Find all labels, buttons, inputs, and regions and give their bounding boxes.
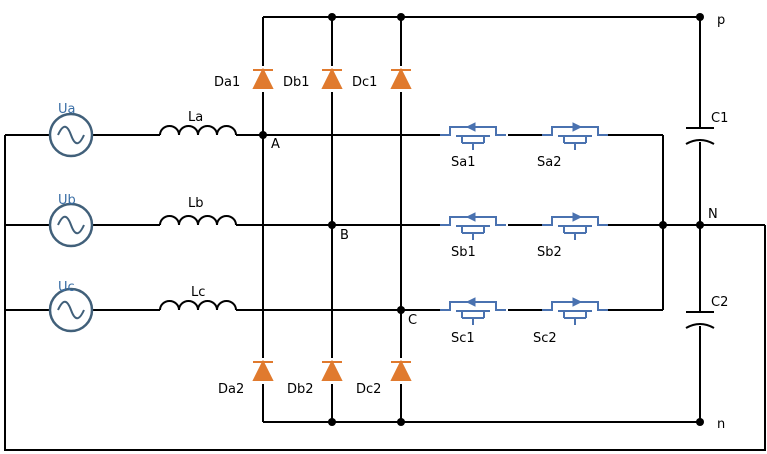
capacitor-label-c2: C2 <box>711 295 728 310</box>
junction-c <box>397 306 405 314</box>
diode-label-da2: Da2 <box>218 382 244 397</box>
junction-n-c <box>397 418 405 426</box>
diode-label-dc1: Dc1 <box>352 75 377 90</box>
diode-dc1 <box>390 67 412 89</box>
igbt-sa1 <box>440 122 506 150</box>
node-label-b: B <box>340 228 349 243</box>
source-label-a: Ua <box>58 102 75 117</box>
inductor-label-c: Lc <box>191 285 205 300</box>
diode-label-db2: Db2 <box>287 382 314 397</box>
junction-p-b <box>328 13 336 21</box>
labels: Ua Ub Uc La Lb Lc Da1 Db1 Dc1 Da2 Db2 Dc… <box>58 13 728 432</box>
node-label-a: A <box>271 137 280 152</box>
igbt-sc1 <box>440 297 506 325</box>
igbt-sb2 <box>542 212 608 240</box>
igbt-sa2 <box>542 122 608 150</box>
junction-b <box>328 221 336 229</box>
capacitor-label-c1: C1 <box>711 111 728 126</box>
inductors <box>159 125 237 311</box>
node-label-p: p <box>717 13 725 28</box>
junction-p-c <box>397 13 405 21</box>
source-label-b: Ub <box>58 193 76 208</box>
junction-p <box>696 13 704 21</box>
inductor-label-b: Lb <box>188 196 204 211</box>
junction-n <box>696 418 704 426</box>
junction-a <box>259 131 267 139</box>
igbt-sb1 <box>440 212 506 240</box>
capacitor-c2 <box>685 311 715 329</box>
diode-da2 <box>252 359 274 381</box>
junction-n-node <box>696 221 704 229</box>
switch-label-sb1: Sb1 <box>451 245 476 260</box>
ac-source-a <box>48 112 94 158</box>
diode-label-da1: Da1 <box>214 75 240 90</box>
junction-switch-out <box>659 221 667 229</box>
source-label-c: Uc <box>58 280 75 295</box>
inductor-a <box>159 125 237 136</box>
node-label-c: C <box>408 313 417 328</box>
diode-da1 <box>252 67 274 89</box>
ac-source-b <box>48 202 94 248</box>
switches <box>440 122 608 325</box>
capacitors <box>685 127 715 329</box>
node-label-n-lower: n <box>717 417 725 432</box>
switch-label-sc2: Sc2 <box>533 331 557 346</box>
capacitor-c1 <box>685 127 715 145</box>
switch-label-sa1: Sa1 <box>451 155 476 170</box>
wiring <box>4 16 766 451</box>
inductor-b <box>159 215 237 226</box>
diodes <box>252 67 412 381</box>
diode-db2 <box>321 359 343 381</box>
diode-label-dc2: Dc2 <box>356 382 381 397</box>
inductor-label-a: La <box>188 110 203 125</box>
diode-dc2 <box>390 359 412 381</box>
switch-label-sa2: Sa2 <box>537 155 562 170</box>
diode-label-db1: Db1 <box>283 75 310 90</box>
ac-source-c <box>48 287 94 333</box>
node-label-n-upper: N <box>708 207 718 222</box>
switch-label-sc1: Sc1 <box>451 331 475 346</box>
diode-db1 <box>321 67 343 89</box>
junction-dots <box>259 13 704 426</box>
inductor-c <box>159 300 237 311</box>
junction-n-b <box>328 418 336 426</box>
igbt-sc2 <box>542 297 608 325</box>
switch-label-sb2: Sb2 <box>537 245 562 260</box>
